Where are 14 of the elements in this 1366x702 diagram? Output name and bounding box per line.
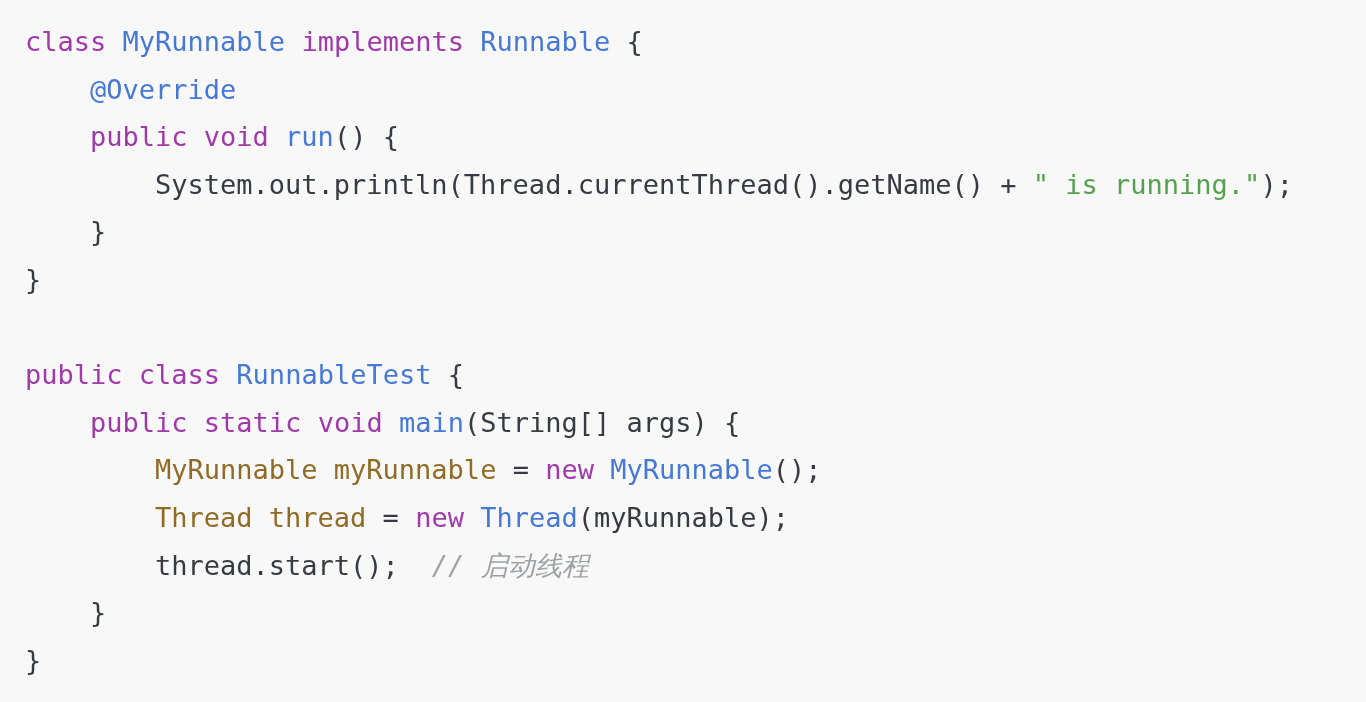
code-line: public class RunnableTest { <box>25 358 464 393</box>
code-line: public void run() { <box>90 120 399 155</box>
code-line: } <box>90 215 107 250</box>
code-line: System.out.println(Thread.currentThread().getName() + " is running."); <box>155 167 1293 202</box>
code-line: Thread thread = new Thread(myRunnable); <box>155 500 790 535</box>
code-line: @Override <box>90 72 237 107</box>
code-line: } <box>90 596 107 631</box>
code-line: class MyRunnable implements Runnable { <box>25 25 643 59</box>
code-line: } <box>25 643 42 678</box>
code-line: MyRunnable myRunnable = new MyRunnable(); <box>155 453 822 488</box>
code-line: } <box>25 262 42 297</box>
code-line: thread.start(); <box>155 548 399 583</box>
code-line: public static void main(String[] args) { <box>90 405 741 440</box>
code-comment: // 启动线程 <box>431 548 589 583</box>
